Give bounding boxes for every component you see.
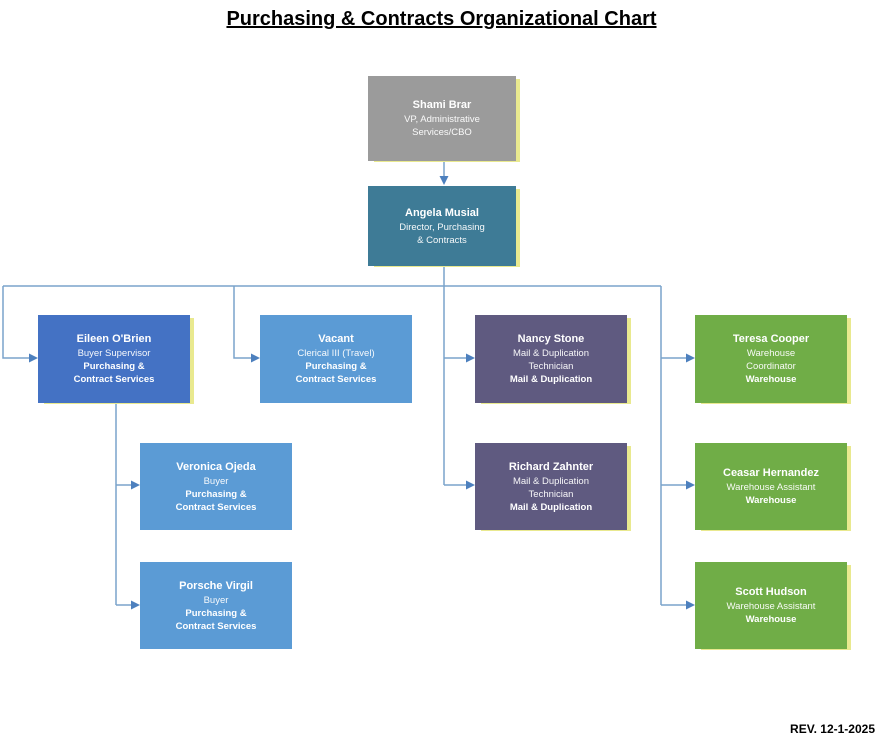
node-title-line: VP, Administrative bbox=[404, 114, 480, 125]
node-title-line: Warehouse Assistant bbox=[726, 601, 816, 612]
node-dept-line: Contract Services bbox=[175, 501, 257, 513]
node-dept-line: Contract Services bbox=[295, 374, 377, 385]
node-dept-line: Warehouse bbox=[745, 614, 797, 625]
node-name: Ceasar Hernandez bbox=[723, 467, 819, 479]
connector-vacant bbox=[233, 286, 260, 363]
node-dept-line: Purchasing & bbox=[83, 361, 145, 372]
node-name: Porsche Virgil bbox=[179, 579, 253, 592]
node-title-line: Buyer bbox=[203, 594, 229, 606]
revision-label: REV. 12-1-2025 bbox=[790, 722, 875, 736]
node-name: Angela Musial bbox=[405, 206, 479, 219]
node-title-line: Services/CBO bbox=[412, 127, 472, 138]
node-dept-line: Mail & Duplication bbox=[509, 374, 593, 385]
node-title-line: Clerical III (Travel) bbox=[297, 348, 375, 359]
node-title-line: Warehouse bbox=[746, 348, 796, 359]
node-name: Teresa Cooper bbox=[732, 333, 810, 345]
node-name: Richard Zahnter bbox=[508, 460, 594, 473]
node-title-line: Technician bbox=[528, 488, 574, 500]
node-title-line: Director, Purchasing bbox=[399, 221, 485, 233]
page-title: Purchasing & Contracts Organizational Ch… bbox=[226, 8, 657, 30]
node-name: Scott Hudson bbox=[735, 586, 807, 598]
node-title-line: Buyer bbox=[203, 475, 229, 487]
node-dept-line: Contract Services bbox=[175, 620, 257, 632]
node-dept-line: Purchasing & bbox=[185, 488, 247, 500]
node-dept-line: Purchasing & bbox=[305, 361, 367, 372]
node-dept-line: Mail & Duplication bbox=[509, 501, 593, 513]
node-dept-line: Contract Services bbox=[73, 374, 155, 385]
connector-eileen bbox=[2, 286, 38, 363]
node-name: Nancy Stone bbox=[517, 333, 585, 345]
node-name: Vacant bbox=[318, 333, 354, 345]
node-title-line: Coordinator bbox=[746, 361, 796, 372]
node-dept-line: Purchasing & bbox=[185, 607, 247, 619]
node-title-line: Buyer Supervisor bbox=[77, 348, 151, 359]
node-title-line: Mail & Duplication bbox=[512, 348, 590, 359]
node-title-line: Technician bbox=[528, 361, 574, 372]
node-dept-line: Warehouse bbox=[745, 495, 797, 506]
node-title-line: Warehouse Assistant bbox=[726, 482, 816, 493]
node-name: Eileen O'Brien bbox=[76, 333, 152, 345]
node-dept-line: Warehouse bbox=[745, 374, 797, 385]
node-title-line: & Contracts bbox=[417, 234, 467, 246]
node-name: Veronica Ojeda bbox=[176, 460, 256, 473]
node-name: Shami Brar bbox=[412, 99, 472, 111]
node-title-line: Mail & Duplication bbox=[512, 475, 590, 487]
